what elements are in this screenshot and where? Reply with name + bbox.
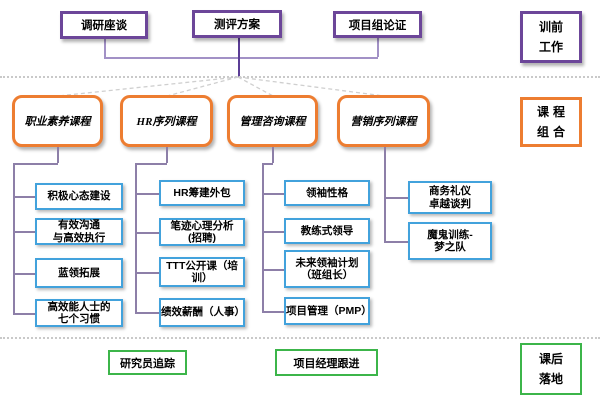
phase-label-line: 课后 [538,352,563,366]
connector [13,273,35,275]
connector [384,197,408,199]
course-item-box: 有效沟通 与高效执行 [35,218,123,245]
connector [13,163,15,313]
course-category-box: HR序列课程 [120,95,213,147]
followup-box: 项目经理跟进 [275,349,378,376]
phase-box-pre-training: 训前 工作 [520,11,582,63]
phase-label-line: 训前 [538,20,563,34]
connector [262,231,284,233]
connector [135,193,159,195]
course-item-box: 积极心态建设 [35,183,123,210]
phase-label-line: 组合 [536,125,569,139]
connector [135,163,137,312]
connector [135,163,167,165]
connector [262,193,284,195]
course-item-box: 绩效薪酬（人事） [159,298,245,327]
connector [57,147,59,163]
course-item-box: TTT公开课（培 训） [159,257,245,287]
connector [272,147,274,163]
connector [166,147,168,163]
connector [262,163,264,311]
dotted-divider [0,337,600,339]
followup-box: 研究员追踪 [108,350,187,375]
course-item-box: 领袖性格 [284,180,370,206]
connector [104,38,106,57]
connector [13,231,35,233]
course-category-box: 管理咨询课程 [227,95,318,147]
connector [238,38,240,77]
course-item-box: 笔迹心理分析 (招聘) [159,218,245,246]
connector [384,147,386,163]
top-activity-box: 项目组论证 [333,11,422,38]
connector [13,196,35,198]
connector [135,272,159,274]
phase-label-line: 落地 [538,372,563,386]
connector [13,163,58,165]
phase-box-course-mix: 课程 组合 [520,97,582,147]
connector [262,311,284,313]
phase-box-post-training: 课后 落地 [520,343,582,395]
course-item-box: 未来领袖计划 （班组长） [284,250,370,288]
connector [384,241,408,243]
top-activity-box: 调研座谈 [60,11,148,39]
connector [262,163,273,165]
connector [262,269,284,271]
connector [377,37,379,57]
course-category-box: 职业素养课程 [12,95,103,147]
course-item-box: 商务礼仪 卓越谈判 [408,181,492,214]
top-activity-box: 测评方案 [192,10,282,38]
course-item-box: 高效能人士的 七个习惯 [35,299,123,327]
dotted-divider [0,76,600,78]
connector [135,312,159,314]
connector [13,313,35,315]
phase-label-line: 工作 [538,40,563,54]
course-item-box: 项目管理（PMP） [284,297,372,325]
course-item-box: 教练式领导 [284,218,370,244]
course-item-box: HR筹建外包 [159,180,245,206]
connector [384,163,386,241]
course-category-box: 营销序列课程 [337,95,430,147]
connector [104,57,378,59]
phase-label-line: 课程 [536,105,569,119]
course-item-box: 蓝领拓展 [35,258,123,288]
course-item-box: 魔鬼训练- 梦之队 [408,222,492,260]
connector [135,232,159,234]
